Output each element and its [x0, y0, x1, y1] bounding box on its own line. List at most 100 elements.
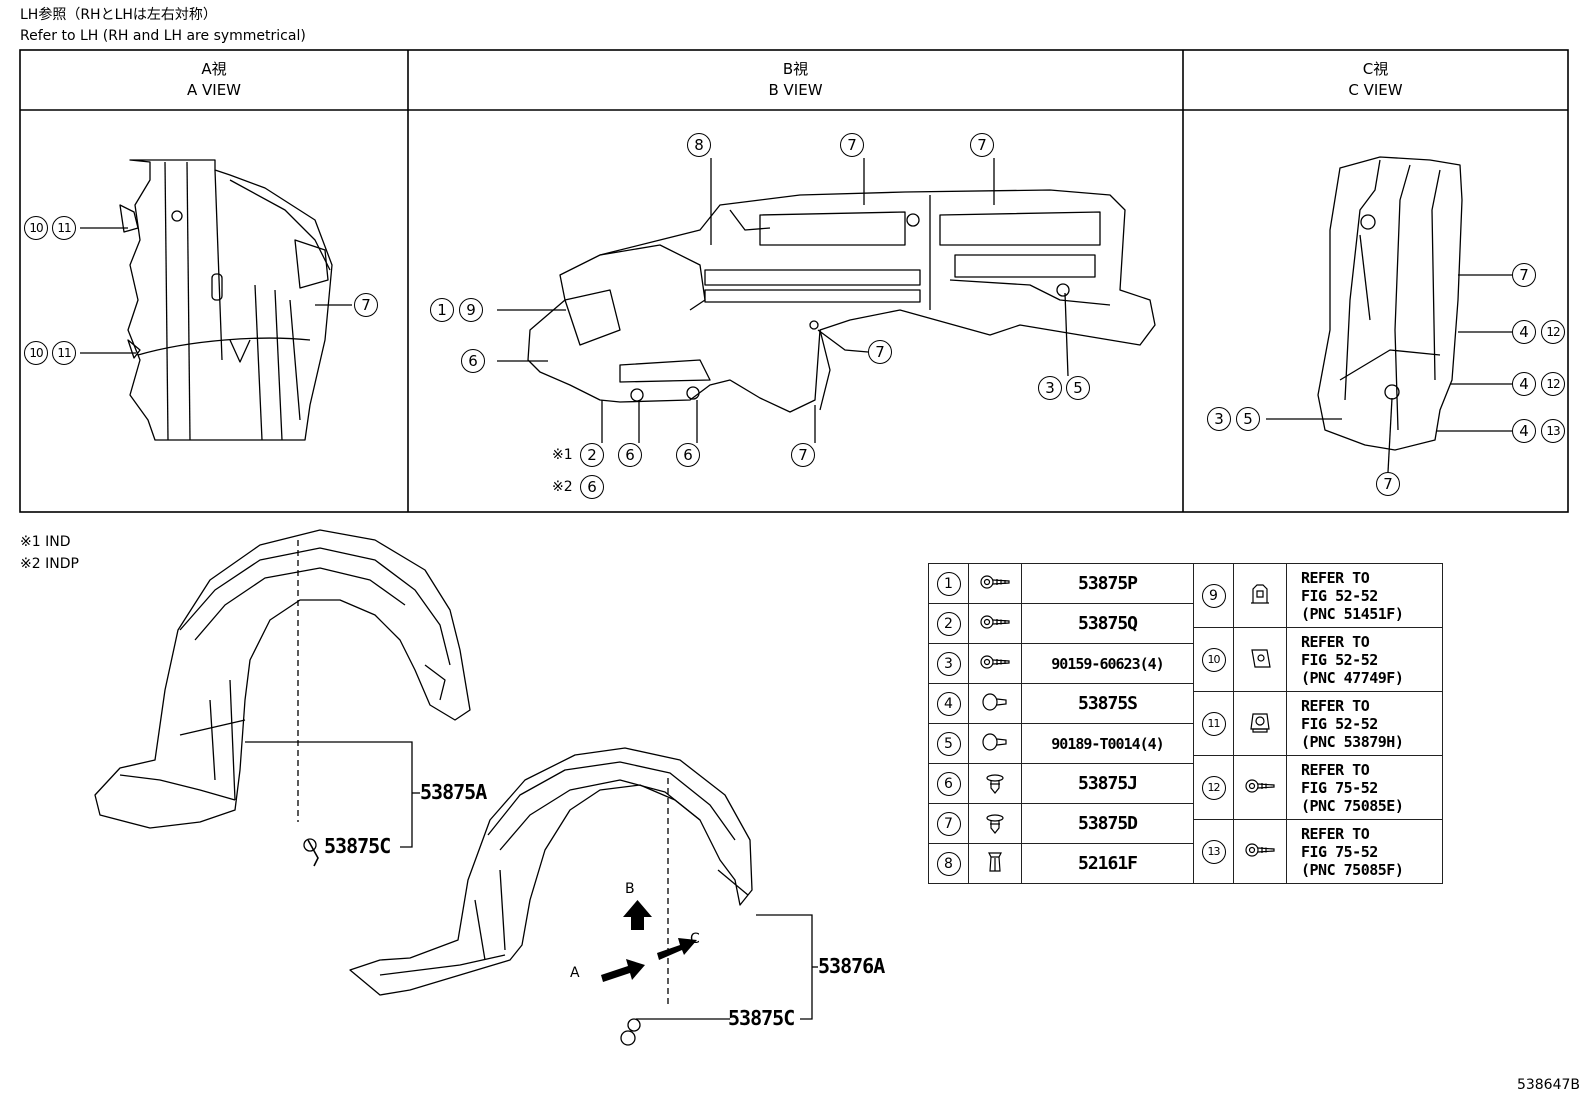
- part-number-cell: 53875D: [1021, 803, 1194, 844]
- table-row-number: 7: [928, 803, 969, 844]
- views-frame: [19, 49, 1569, 513]
- screw-icon: [968, 603, 1022, 644]
- button-head-screw-icon: [968, 683, 1022, 724]
- table-row-number: 6: [928, 763, 969, 804]
- callout-3: 3: [1207, 407, 1231, 431]
- header-en: Refer to LH (RH and LH are symmetrical): [20, 28, 306, 44]
- callout-13: 13: [1541, 419, 1565, 443]
- table-number-6: 6: [936, 771, 961, 796]
- washer-screw-icon: [1233, 819, 1287, 884]
- arrow-label-a: A: [570, 965, 580, 981]
- callout-11: 11: [52, 216, 76, 240]
- table-row-number: 1: [928, 563, 969, 604]
- marker-1: ※1: [552, 447, 573, 463]
- callout-9: 9: [459, 298, 483, 322]
- view-label-b-jp: B視: [782, 60, 809, 78]
- table-row-number: 13: [1193, 819, 1234, 884]
- callout-6: 6: [618, 443, 642, 467]
- view-label-b: B視 B VIEW: [408, 59, 1183, 101]
- table-row-number: 5: [928, 723, 969, 764]
- view-label-c: C視 C VIEW: [1183, 59, 1568, 101]
- callout-12: 12: [1541, 320, 1565, 344]
- fender-liner-right-drawing: [349, 747, 753, 996]
- table-number-9: 9: [1201, 583, 1226, 608]
- refer-pnc: (PNC 51451F): [1301, 604, 1404, 623]
- callout-3: 3: [1038, 376, 1062, 400]
- note-ind: ※1 IND: [20, 534, 71, 550]
- view-label-c-jp: C視: [1362, 60, 1389, 78]
- refer-line: REFER TO: [1301, 568, 1370, 587]
- refer-line: REFER TO: [1301, 760, 1370, 779]
- marker-2: ※2: [552, 479, 573, 495]
- table-row-number: 10: [1193, 627, 1234, 692]
- arrow-label-c: C: [690, 931, 700, 947]
- view-label-a-jp: A視: [201, 60, 227, 78]
- callout-6: 6: [580, 475, 604, 499]
- table-number-3: 3: [936, 651, 961, 676]
- part-number-cell: 52161F: [1021, 843, 1194, 884]
- table-number-2: 2: [936, 611, 961, 636]
- callout-12: 12: [1541, 372, 1565, 396]
- callout-7: 7: [868, 340, 892, 364]
- refer-line: REFER TO: [1301, 824, 1370, 843]
- table-row-number: 2: [928, 603, 969, 644]
- refer-fig: FIG 52-52: [1301, 586, 1378, 605]
- callout-4: 4: [1512, 372, 1536, 396]
- push-rivet-icon: [968, 843, 1022, 884]
- clip-icon: [968, 763, 1022, 804]
- view-label-a-en: A VIEW: [186, 81, 242, 99]
- table-row-number: 8: [928, 843, 969, 884]
- washer-screw-icon: [1233, 755, 1287, 820]
- table-row-number: 9: [1193, 563, 1234, 628]
- callout-8: 8: [687, 133, 711, 157]
- callout-7: 7: [354, 293, 378, 317]
- callout-7: 7: [970, 133, 994, 157]
- callout-5: 5: [1236, 407, 1260, 431]
- table-number-13: 13: [1201, 839, 1226, 864]
- table-number-10: 10: [1201, 647, 1226, 672]
- callout-4: 4: [1512, 419, 1536, 443]
- refer-pnc: (PNC 53879H): [1301, 732, 1404, 751]
- table-number-5: 5: [936, 731, 961, 756]
- a-view-drawing: [119, 159, 333, 441]
- nut-icon: [1233, 627, 1287, 692]
- button-head-screw-icon: [968, 723, 1022, 764]
- view-label-a: A視 A VIEW: [20, 59, 408, 101]
- part-number-cell: 53875J: [1021, 763, 1194, 804]
- retainer-icon: [1233, 691, 1287, 756]
- refer-line: REFER TO: [1301, 632, 1370, 651]
- table-number-12: 12: [1201, 775, 1226, 800]
- header-jp: LH参照（RHとLHは左右対称）: [20, 7, 217, 23]
- table-number-1: 1: [936, 571, 961, 596]
- callout-5: 5: [1066, 376, 1090, 400]
- refer-pnc: (PNC 75085F): [1301, 860, 1404, 879]
- part-label-53875a: 53875A: [420, 780, 487, 804]
- b-view-drawing: [527, 189, 1156, 413]
- refer-pnc: (PNC 47749F): [1301, 668, 1404, 687]
- view-label-c-en: C VIEW: [1348, 81, 1403, 99]
- callout-7: 7: [840, 133, 864, 157]
- view-label-b-en: B VIEW: [768, 81, 823, 99]
- callout-7: 7: [1376, 472, 1400, 496]
- callout-7: 7: [791, 443, 815, 467]
- part-label-53875c: 53875C: [728, 1006, 795, 1030]
- refer-fig: FIG 75-52: [1301, 842, 1378, 861]
- table-row-number: 12: [1193, 755, 1234, 820]
- refer-line: REFER TO: [1301, 696, 1370, 715]
- table-number-11: 11: [1201, 711, 1226, 736]
- table-row-number: 4: [928, 683, 969, 724]
- c-view-drawing: [1317, 156, 1463, 451]
- clamp-icon: [1233, 563, 1287, 628]
- clip-icon: [968, 803, 1022, 844]
- part-number-cell: 53875P: [1021, 563, 1194, 604]
- screw-icon: [968, 563, 1022, 604]
- callout-4: 4: [1512, 320, 1536, 344]
